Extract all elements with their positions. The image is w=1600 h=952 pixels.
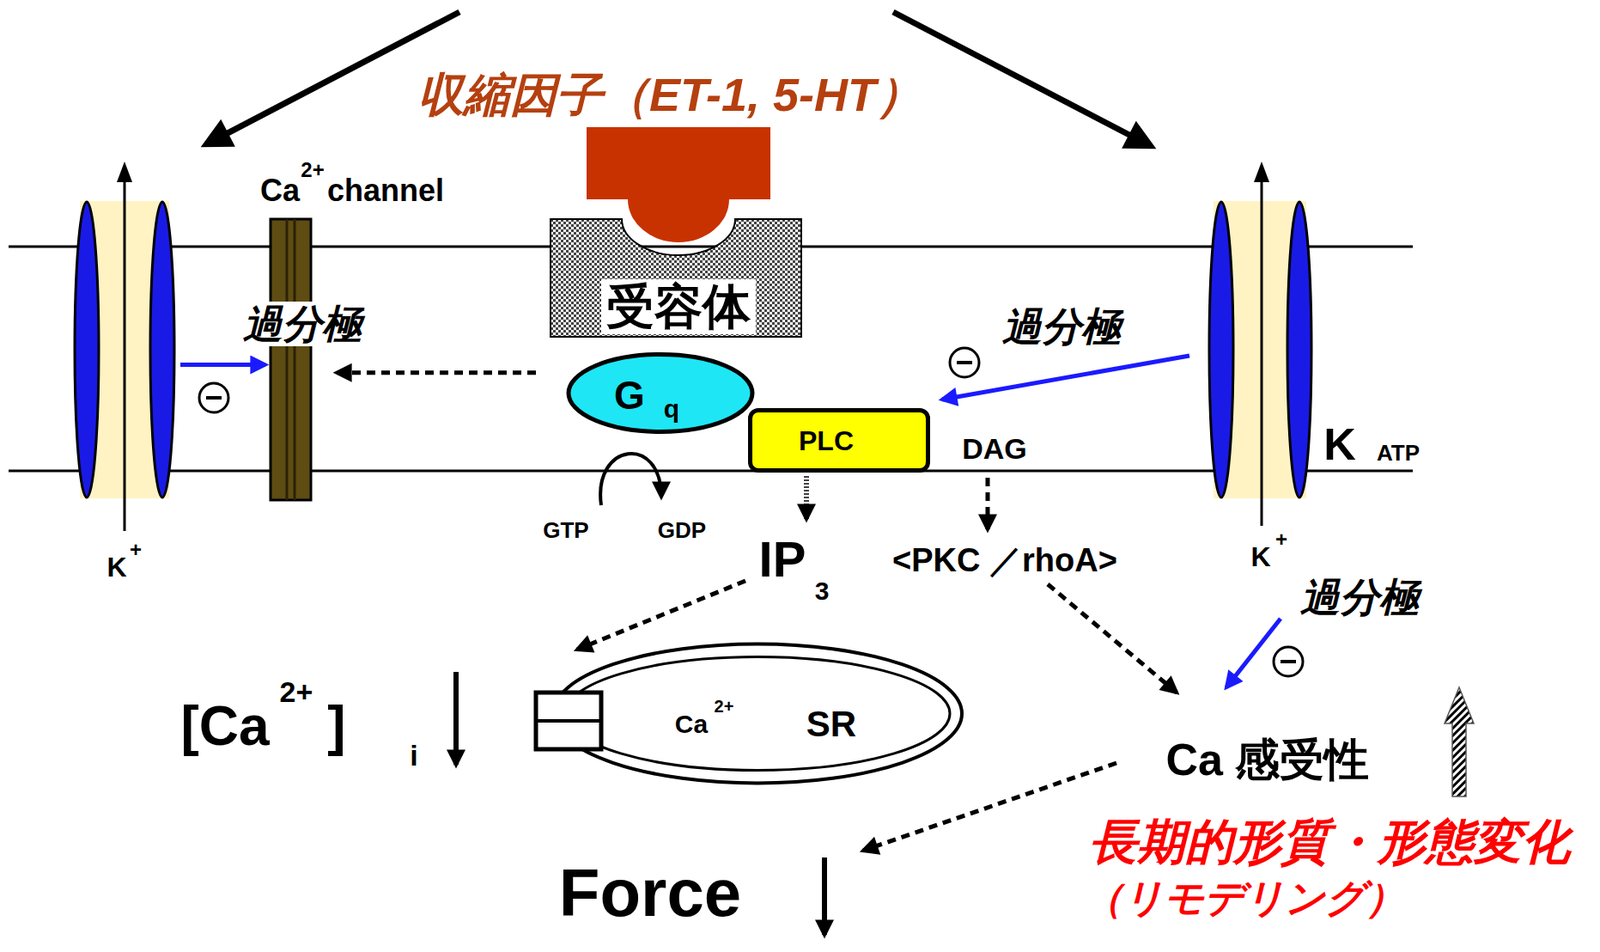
text-label: q xyxy=(663,394,680,425)
gq-protein-shape xyxy=(565,352,755,434)
text-label: ] xyxy=(327,694,346,759)
text-label: K xyxy=(106,551,127,584)
receptor-box: 受容体 xyxy=(550,219,802,337)
text-label: Force xyxy=(559,854,742,932)
down-arrow xyxy=(821,857,828,935)
k-channel-shape xyxy=(73,199,177,500)
text-label: 収縮因子（ET-1, 5-HT） xyxy=(417,67,923,122)
text-label: channel xyxy=(327,172,445,208)
katp-inhibit-arrow xyxy=(1226,618,1281,688)
text-label: （リモデリング） xyxy=(1083,875,1406,921)
text-label: IP xyxy=(759,530,807,589)
pkc-sensitivity-arrow xyxy=(1047,584,1177,693)
text-label: 2+ xyxy=(300,158,324,183)
text-label: K xyxy=(1323,419,1357,471)
katp-channel: KATPK+ xyxy=(1206,199,1315,500)
sensitivity-force-arrow xyxy=(863,762,1117,851)
plc-box: PLC xyxy=(748,407,931,473)
inhibit-symbol xyxy=(199,383,229,413)
hatched-up-arrow xyxy=(1444,687,1474,797)
text-label: Ca xyxy=(260,172,300,208)
text-label: Ca 感受性 xyxy=(1166,734,1370,786)
ip3-sr-arrow xyxy=(577,580,746,650)
inhibit-symbol xyxy=(1273,646,1303,676)
text-label: G xyxy=(614,372,645,419)
text-label: + xyxy=(129,537,142,562)
membrane-line xyxy=(8,469,1413,473)
text-label: [Ca xyxy=(180,694,269,759)
membrane-line xyxy=(8,245,1413,249)
text-label: 3 xyxy=(815,576,830,607)
text-label: ATP xyxy=(1376,440,1420,467)
text-label: <PKC ／rhoA> xyxy=(892,541,1118,580)
sr-organelle-shape xyxy=(532,640,965,786)
stimulus-arrow xyxy=(893,12,1151,147)
down-arrow xyxy=(453,671,459,765)
k-channel: K+ xyxy=(73,199,177,500)
gq-protein: Gq xyxy=(565,352,755,434)
inhibit-symbol xyxy=(949,347,980,378)
ca-channel-shape xyxy=(270,219,311,500)
plc-ip3-arrow xyxy=(803,475,810,519)
text-label: Ca xyxy=(675,709,708,740)
gtp-cycle-arrow xyxy=(600,453,662,505)
text-label: 2+ xyxy=(714,696,735,717)
text-label: K xyxy=(1250,541,1271,573)
text-label: SR xyxy=(806,703,857,745)
katp-channel-shape xyxy=(1206,199,1315,500)
dag-arrow xyxy=(985,477,991,530)
text-label: 過分極 xyxy=(1002,304,1121,350)
text-label: PLC xyxy=(798,425,854,457)
text-label: 過分極 xyxy=(1300,574,1419,621)
text-label: 過分極 xyxy=(237,301,367,347)
sr-organelle: Ca 2+ SR xyxy=(532,640,965,786)
text-label: 2+ xyxy=(279,675,314,709)
text-label: DAG xyxy=(961,431,1028,466)
text-label: + xyxy=(1275,527,1288,552)
connector-arrow xyxy=(336,370,536,375)
ca-channel: Ca2+channel xyxy=(270,219,311,500)
text-label: GDP xyxy=(657,517,706,544)
text-label: 受容体 xyxy=(601,279,756,335)
text-label: i xyxy=(409,738,418,773)
text-label: GTP xyxy=(542,517,589,544)
connector-arrow xyxy=(180,362,266,367)
connector-arrow xyxy=(942,355,1190,400)
text-label: 長期的形質・形態変化 xyxy=(1088,814,1570,870)
